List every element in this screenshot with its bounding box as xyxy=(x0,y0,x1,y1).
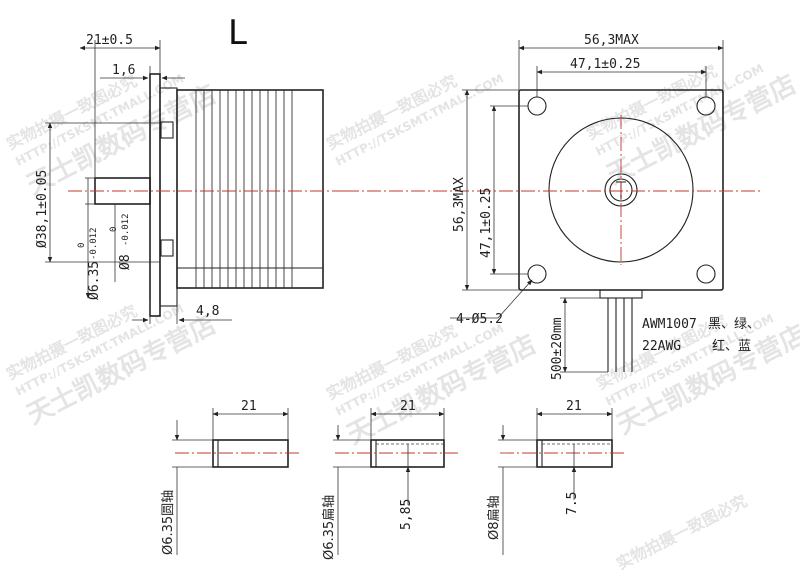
dim-pilot-diameter: Ø38,1±0.05 xyxy=(35,170,50,248)
length-label-L: L xyxy=(228,13,247,53)
wire-spec-awm: AWM1007 xyxy=(642,317,697,332)
shaft-round-label: Ø6.35圆轴 xyxy=(161,490,176,555)
dim-lead-length: 500±20mm xyxy=(550,317,565,380)
side-view: L xyxy=(35,13,345,324)
dim-shaft-diameter: Ø6.35 xyxy=(87,261,102,300)
watermark-text: 实物拍摄一致图必究 xyxy=(613,491,750,573)
shaft-flat-8-label: Ø8扁轴 xyxy=(487,495,502,540)
shaft-detail-flat-8: 21 Ø8扁轴 7.5 xyxy=(487,399,625,555)
shaft-detail-round: 21 Ø6.35圆轴 xyxy=(161,399,300,555)
shaft-flat-8-depth: 7.5 xyxy=(565,492,580,515)
dim-height-max: 56,3MAX xyxy=(452,177,467,232)
dim-shaft-tol-upper: 0 xyxy=(77,243,87,248)
shaft-flat-635-length: 21 xyxy=(400,399,416,414)
shaft-round-body xyxy=(212,439,289,468)
mounting-hole xyxy=(527,96,547,116)
dim-flange-thickness: 4,8 xyxy=(196,304,219,319)
shaft-flat-635-label: Ø6.35扁轴 xyxy=(322,495,337,560)
dim-mounting-holes: 4-Ø5.2 xyxy=(456,312,503,327)
wire-colors-1: 黑、绿、 xyxy=(708,317,760,332)
shaft-round-length: 21 xyxy=(241,399,257,414)
dim-shaft-alt-diameter: Ø8 xyxy=(118,254,133,270)
shaft-end-inner xyxy=(609,178,633,202)
dim-flange-length: 21±0.5 xyxy=(86,33,133,48)
lead-wires xyxy=(607,298,633,372)
dim-hole-spacing: 47,1±0.25 xyxy=(570,57,640,72)
mounting-hole xyxy=(696,264,716,284)
motor-body xyxy=(176,89,324,289)
cooling-fins xyxy=(195,90,293,288)
front-view: 56,3MAX 47,1±0.25 56,3MAX 47,1±0.25 4-Ø5… xyxy=(345,33,760,380)
shaft-detail-flat-635: 21 Ø6.35扁轴 5,85 xyxy=(322,399,458,560)
dim-boss-height: 1,6 xyxy=(112,63,135,78)
dim-hole-spacing-vertical: 47,1±0.25 xyxy=(479,188,494,258)
wire-spec-awg: 22AWG xyxy=(642,339,681,354)
shaft-flat-8-length: 21 xyxy=(566,399,582,414)
dim-shaft-alt-tol-lower: -0.012 xyxy=(121,213,131,246)
dim-shaft-tol-lower: -0.012 xyxy=(89,227,99,260)
wire-colors-2: 红、蓝 xyxy=(712,338,751,354)
dim-shaft-alt-tol-upper: 0 xyxy=(109,227,119,232)
mounting-hole xyxy=(527,264,547,284)
dim-width-max: 56,3MAX xyxy=(584,33,639,48)
watermark-group: 实物拍摄一致图必究 HTTP://TSKSMT.TMALL.COM 天士凯数码专… xyxy=(3,61,800,573)
lead-exit xyxy=(599,289,643,299)
shaft-flat-635-depth: 5,85 xyxy=(399,499,414,530)
